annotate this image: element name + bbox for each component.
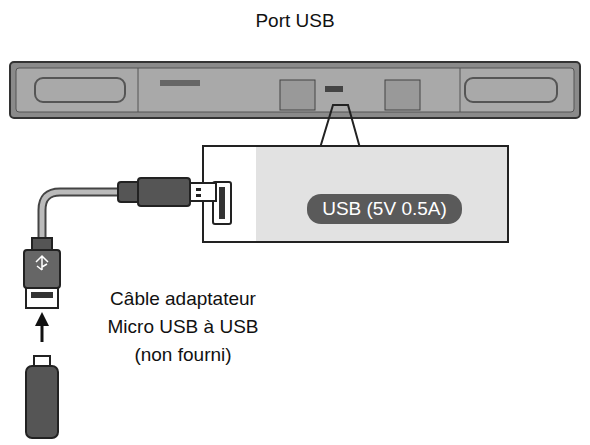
speaker-grille xyxy=(465,78,557,102)
plug-body xyxy=(138,178,190,206)
zoom-leader xyxy=(320,105,360,148)
cable-label: Câble adaptateur Micro USB à USB (non fo… xyxy=(95,285,271,369)
insert-arrow xyxy=(41,324,44,342)
speaker-grille xyxy=(35,78,125,102)
usb-rating-pill: USB (5V 0.5A) xyxy=(307,194,462,224)
diagram-title: Port USB xyxy=(0,10,590,32)
usb-logo xyxy=(36,256,48,270)
soundbar-seam xyxy=(138,68,139,112)
adapter-socket xyxy=(26,288,58,308)
usb-port-small xyxy=(325,86,343,92)
soundbar-panel xyxy=(16,68,574,112)
plug-hole xyxy=(196,194,201,197)
micro-plug-body xyxy=(26,366,58,438)
soundbar-seam xyxy=(460,68,461,112)
cable-core xyxy=(42,192,122,240)
soundbar-body xyxy=(10,62,580,118)
adapter-socket-tongue xyxy=(31,292,53,298)
vent xyxy=(160,80,200,86)
connector-block xyxy=(280,80,315,110)
plug-strain xyxy=(118,182,140,202)
plug-hole xyxy=(196,188,201,191)
usb-socket-tongue xyxy=(219,187,225,219)
micro-tip xyxy=(34,356,50,366)
connector-block xyxy=(385,80,420,110)
adapter-body xyxy=(24,250,60,288)
arrow-head xyxy=(35,312,49,326)
plug-metal xyxy=(190,183,216,201)
port-label: USB (5V 0.5A) xyxy=(322,198,447,220)
zoom-box xyxy=(203,146,508,242)
cable xyxy=(42,192,122,240)
